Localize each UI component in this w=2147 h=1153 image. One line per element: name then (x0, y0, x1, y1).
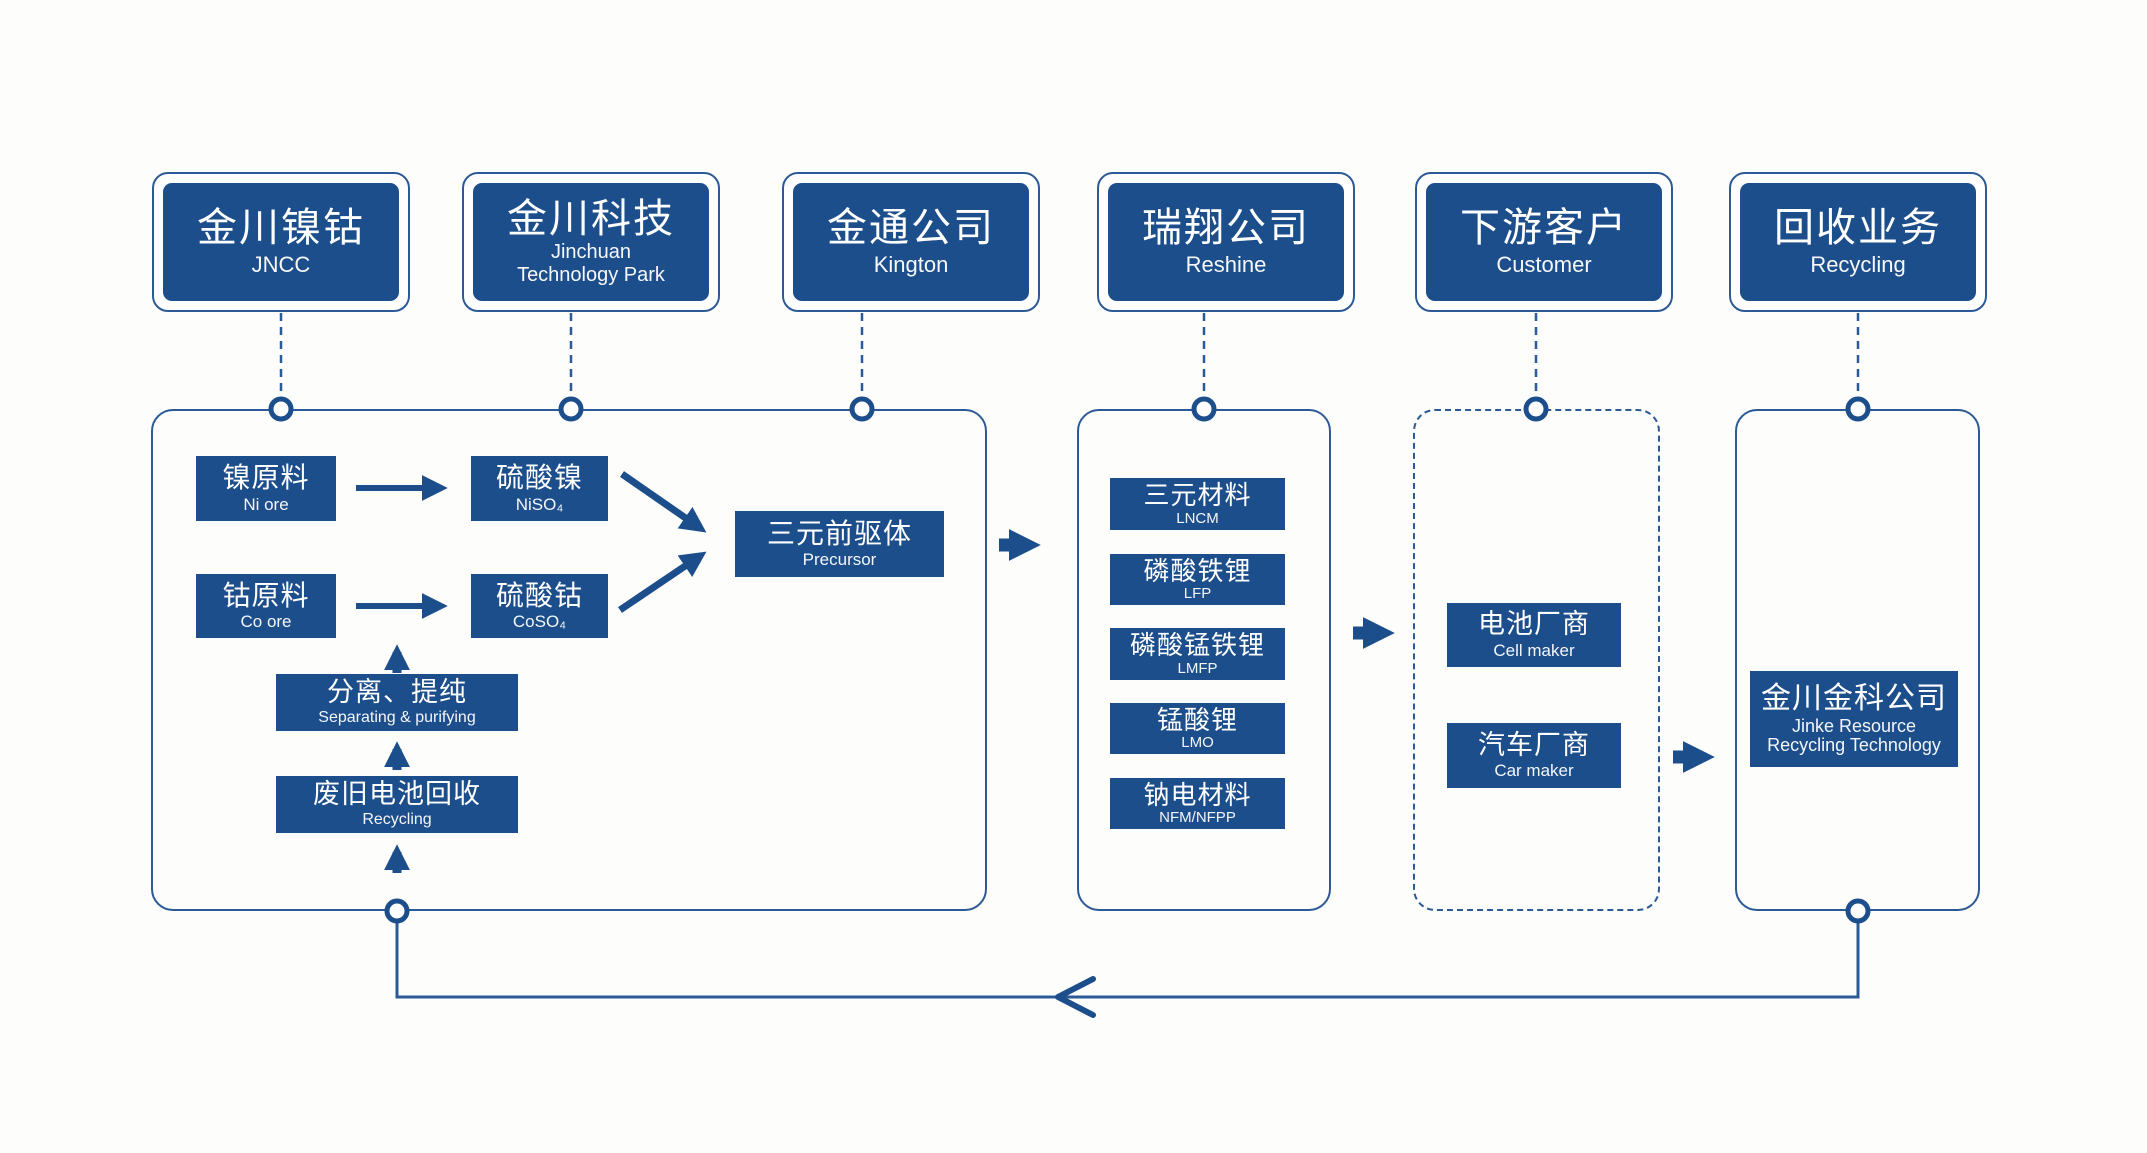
header-recycling-card: 回收业务 Recycling (1740, 183, 1976, 301)
box-label-en: Recycling (362, 810, 432, 828)
box-label-en-line1: Jinke Resource (1791, 716, 1917, 737)
header-subtitle: Recycling (1810, 252, 1906, 278)
header-subtitle: JNCC (251, 252, 311, 278)
header-title: 金川镍钴 (197, 206, 365, 251)
box-nickel-sulfate: 硫酸镍 NiSO₄ (471, 456, 608, 521)
header-reshine: 瑞翔公司 Reshine (1097, 172, 1355, 312)
header-jncc-card: 金川镍钴 JNCC (163, 183, 399, 301)
box-label-zh: 电池厂商 (1478, 609, 1590, 640)
header-recycling: 回收业务 Recycling (1729, 172, 1987, 312)
box-label-zh: 磷酸铁锂 (1143, 555, 1252, 586)
box-label-en: CoSO₄ (512, 612, 567, 632)
container-recycling (1735, 409, 1980, 911)
box-lncm: 三元材料 LNCM (1110, 478, 1285, 530)
box-label-en: NFM/NFPP (1159, 809, 1236, 827)
box-label-zh: 废旧电池回收 (313, 779, 481, 810)
box-label-en: NiSO₄ (515, 494, 564, 514)
header-title: 金通公司 (827, 206, 995, 251)
box-label-zh: 汽车厂商 (1478, 729, 1590, 760)
box-battery-recycling: 废旧电池回收 Recycling (276, 776, 518, 833)
feedback-loop-line (395, 921, 1860, 999)
header-subtitle: Reshine (1185, 252, 1267, 278)
box-jinke-resource: 金川金科公司 Jinke Resource Recycling Technolo… (1750, 671, 1958, 767)
box-cell-maker: 电池厂商 Cell maker (1447, 603, 1621, 667)
box-separating-purifying: 分离、提纯 Separating & purifying (276, 674, 518, 731)
box-lmo: 锰酸锂 LMO (1110, 703, 1285, 754)
header-title: 下游客户 (1460, 206, 1628, 251)
box-label-zh: 镍原料 (222, 462, 310, 494)
header-subtitle-line2: Technology Park (517, 264, 665, 286)
box-sodium-materials: 钠电材料 NFM/NFPP (1110, 778, 1285, 829)
header-jinchuan-technology: 金川科技 Jinchuan Technology Park (462, 172, 720, 312)
box-label-zh: 锰酸锂 (1156, 704, 1238, 735)
header-title: 瑞翔公司 (1142, 206, 1310, 251)
header-title: 回收业务 (1774, 206, 1942, 251)
box-label-en: LMO (1181, 734, 1214, 752)
header-subtitle-line1: Jinchuan (550, 241, 632, 263)
box-label-en: Ni ore (243, 494, 289, 514)
header-customer-card: 下游客户 Customer (1426, 183, 1662, 301)
box-label-zh: 钠电材料 (1143, 779, 1252, 810)
header-subtitle: Kington (873, 252, 949, 278)
header-jinchuan-card: 金川科技 Jinchuan Technology Park (473, 183, 709, 301)
box-label-en-line2: Recycling Technology (1767, 734, 1941, 755)
box-label-en: Co ore (240, 612, 292, 632)
box-ni-ore: 镍原料 Ni ore (196, 456, 336, 521)
box-label-en: Separating & purifying (318, 708, 476, 726)
header-kington-card: 金通公司 Kington (793, 183, 1029, 301)
box-lmfp: 磷酸锰铁锂 LMFP (1110, 628, 1285, 680)
header-title: 金川科技 (507, 197, 675, 241)
header-kington: 金通公司 Kington (782, 172, 1040, 312)
box-label-en: LFP (1183, 585, 1212, 603)
box-lfp: 磷酸铁锂 LFP (1110, 554, 1285, 605)
box-label-zh: 三元前驱体 (766, 517, 912, 549)
box-precursor: 三元前驱体 Precursor (735, 511, 944, 577)
header-subtitle: Customer (1496, 252, 1592, 278)
box-co-ore: 钴原料 Co ore (196, 574, 336, 638)
box-label-zh: 硫酸钴 (495, 579, 583, 611)
box-label-zh: 硫酸镍 (495, 462, 583, 494)
arrow-left-chevron-icon (1055, 976, 1096, 1018)
box-label-en: Cell maker (1493, 640, 1575, 660)
box-label-zh: 分离、提纯 (327, 677, 467, 708)
box-label-zh: 金川金科公司 (1761, 681, 1947, 715)
header-jncc: 金川镍钴 JNCC (152, 172, 410, 312)
box-car-maker: 汽车厂商 Car maker (1447, 723, 1621, 788)
box-label-en: Car maker (1494, 761, 1574, 781)
box-label-en: LMFP (1177, 659, 1218, 677)
box-label-en: LNCM (1176, 509, 1219, 527)
box-label-zh: 磷酸锰铁锂 (1129, 630, 1265, 661)
header-reshine-card: 瑞翔公司 Reshine (1108, 183, 1344, 301)
header-customer: 下游客户 Customer (1415, 172, 1673, 312)
box-label-zh: 钴原料 (222, 579, 310, 611)
box-cobalt-sulfate: 硫酸钴 CoSO₄ (471, 574, 608, 638)
box-label-zh: 三元材料 (1143, 480, 1252, 511)
box-label-en: Precursor (802, 550, 877, 570)
